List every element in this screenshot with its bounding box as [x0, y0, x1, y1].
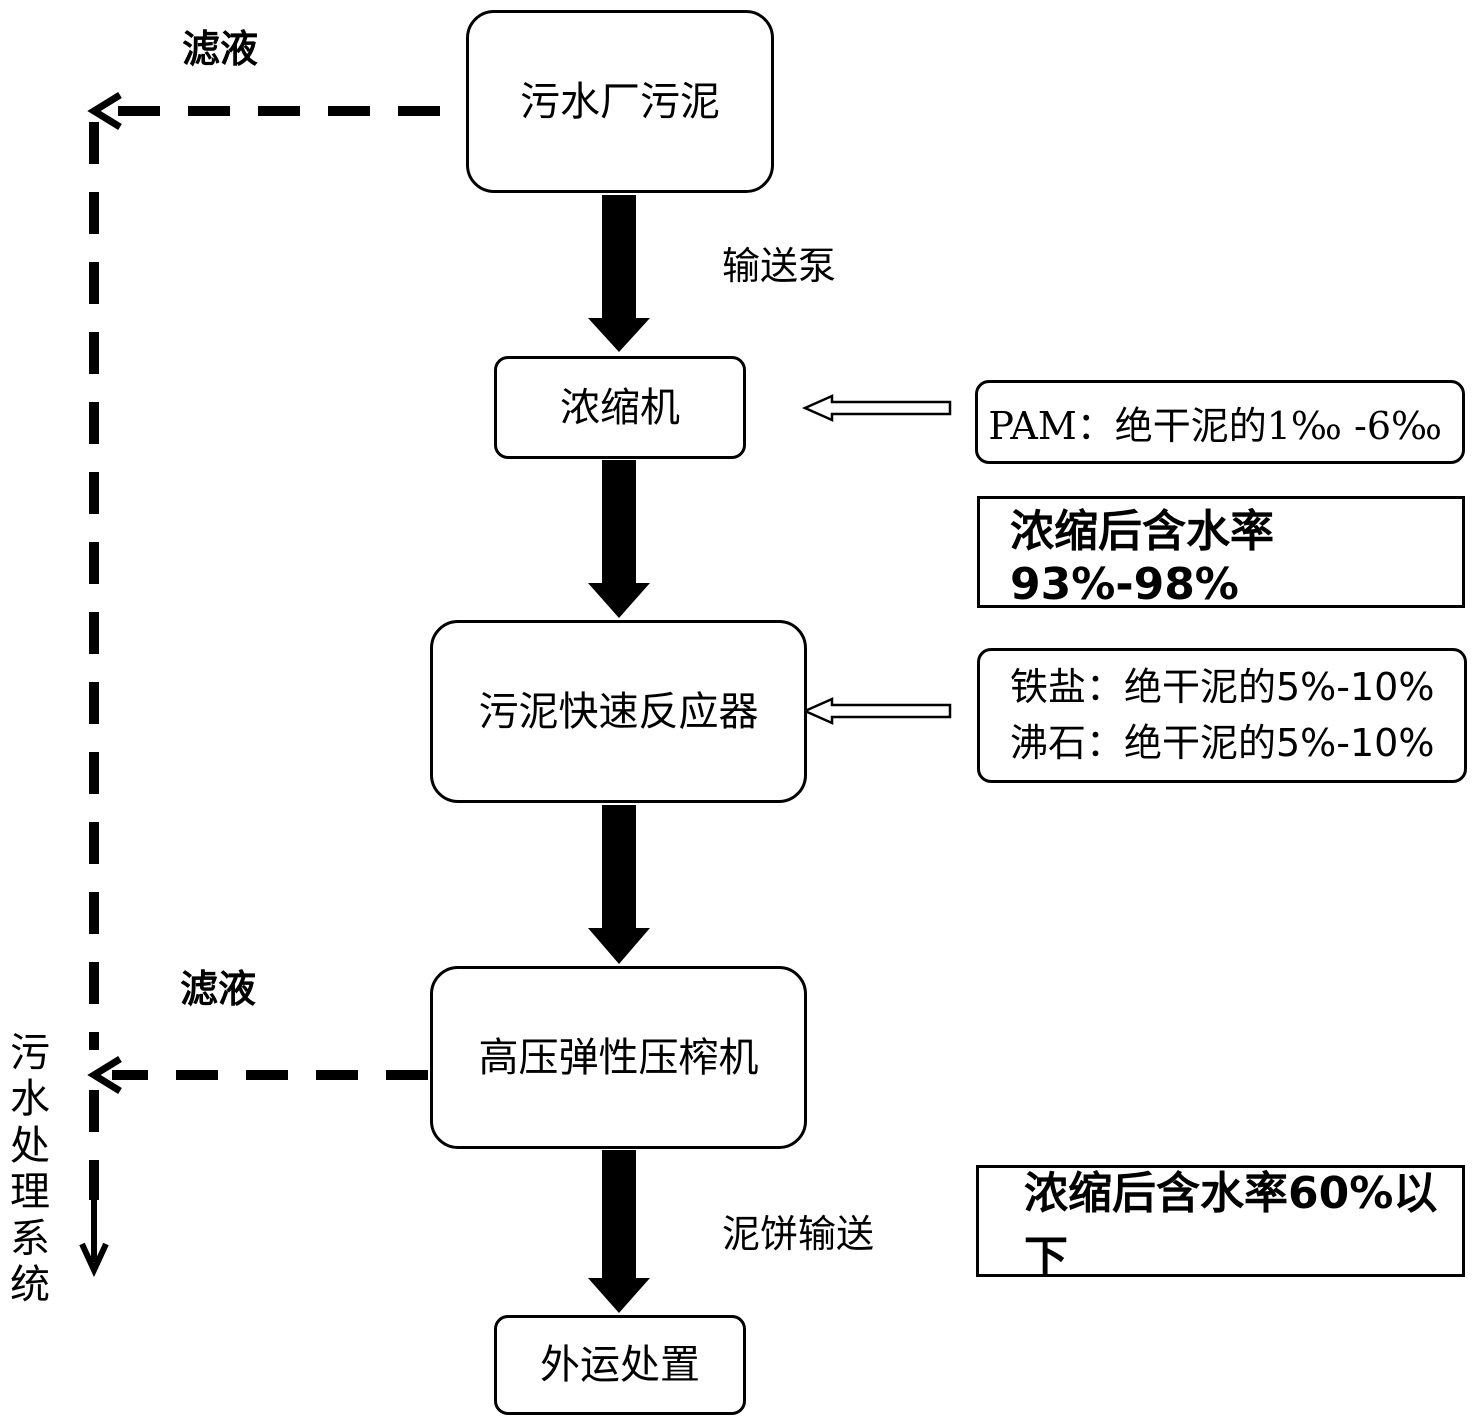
note-thickened-moisture: 浓缩后含水率93%-98% — [977, 496, 1465, 610]
node-press-label: 高压弹性压榨机 — [478, 1034, 759, 1081]
filtrate-line-bottom — [87, 1056, 428, 1094]
label-filtrate-bottom: 滤液 — [180, 967, 257, 1011]
note-pam-dose: PAM：绝干泥的1‰ -6‰ — [975, 380, 1465, 464]
node-press: 高压弹性压榨机 — [430, 966, 807, 1149]
sink-char: 处 — [10, 1122, 50, 1169]
sink-char: 统 — [10, 1261, 50, 1308]
node-sludge-source: 污水厂污泥 — [466, 10, 774, 193]
note-thickened-moisture-text: 浓缩后含水率93%-98% — [1010, 505, 1274, 610]
arrow-thickener-to-reactor — [588, 460, 650, 618]
filtrate-line-down-to-sink — [79, 1090, 109, 1278]
node-reactor: 污泥快速反应器 — [430, 620, 807, 803]
sink-char: 污 — [10, 1030, 50, 1076]
node-disposal: 外运处置 — [494, 1315, 746, 1415]
note-final-moisture: 浓缩后含水率60%以下 — [976, 1165, 1465, 1283]
label-wastewater-treatment-system: 污 水 处 理 系 统 — [8, 1030, 52, 1308]
label-filtrate-top: 滤液 — [182, 27, 259, 71]
arrow-source-to-thickener — [588, 195, 650, 352]
node-reactor-label: 污泥快速反应器 — [478, 688, 759, 735]
node-thickener-label: 浓缩机 — [560, 384, 680, 431]
note-additives: 铁盐：绝干泥的5%-10% 沸石：绝干泥的5%-10% — [977, 648, 1467, 783]
note-final-moisture-text: 浓缩后含水率60%以下 — [1024, 1168, 1438, 1283]
input-arrow-pam — [801, 394, 952, 422]
label-cake-transport: 泥饼输送 — [722, 1212, 875, 1256]
arrow-reactor-to-press — [588, 805, 650, 964]
arrow-press-to-disposal — [588, 1150, 650, 1313]
filtrate-line-top — [87, 92, 440, 130]
input-arrow-additives — [801, 697, 952, 725]
node-thickener: 浓缩机 — [494, 356, 746, 459]
sink-char: 系 — [10, 1215, 50, 1262]
label-pump: 输送泵 — [722, 244, 837, 288]
note-iron-salt-text: 铁盐：绝干泥的5%-10% — [1010, 665, 1435, 710]
node-disposal-label: 外运处置 — [540, 1342, 700, 1388]
sink-char: 理 — [10, 1169, 50, 1216]
note-pam-dose-text: PAM：绝干泥的1‰ -6‰ — [988, 403, 1442, 448]
node-sludge-source-label: 污水厂污泥 — [520, 78, 720, 125]
sink-char: 水 — [10, 1076, 50, 1123]
note-zeolite-text: 沸石：绝干泥的5%-10% — [1010, 720, 1435, 765]
